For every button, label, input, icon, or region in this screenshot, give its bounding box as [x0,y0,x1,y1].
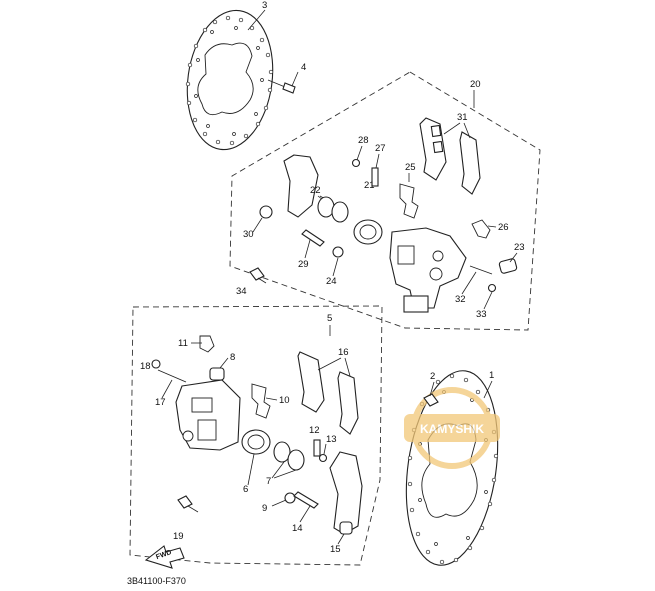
pad-spring-10 [251,383,271,419]
clip-26 [471,219,491,239]
cap-23 [498,258,518,274]
pin-29 [301,229,325,247]
callout-14: 14 [292,523,303,534]
bolt-34 [249,267,265,281]
pad-spring-upper [399,183,419,219]
disc-bolt-2 [423,393,439,407]
brake-pads-upper [419,117,481,195]
callout-26: 26 [498,222,509,233]
callout-17: 17 [155,397,166,408]
callout-4: 4 [301,62,306,73]
callout-32: 32 [455,294,466,305]
callout-29: 29 [298,259,309,270]
callout-19: 19 [173,531,184,542]
callout-22: 22 [310,185,321,196]
watermark-text: KAMYSHIK [420,422,484,436]
lower-caliper-group-box [129,305,383,566]
callout-11: 11 [178,338,188,349]
brake-disc-upper [185,9,274,151]
callout-8: 8 [230,352,235,363]
forward-arrow: FWD [144,545,185,569]
disc-bolt-4 [267,71,299,94]
pin-17 [157,369,187,383]
callout-31: 31 [457,112,468,123]
bleeder-27 [371,167,379,187]
callout-20: 20 [470,79,481,90]
boot-24 [332,246,344,258]
callout-12: 12 [309,425,320,436]
callout-15: 15 [330,544,341,555]
callout-18: 18 [140,361,151,372]
caliper-body-upper [389,227,467,313]
caliper-bracket-upper [283,154,319,218]
cap-15 [339,521,353,535]
cap-8 [209,367,225,381]
watermark-logo: KAMYSHIK [404,387,500,469]
callout-25: 25 [405,162,416,173]
piston-lower [241,429,271,455]
figure-code: 3B41100-F370 [127,576,186,586]
callout-7: 7 [266,476,271,487]
callout-33: 33 [476,309,487,320]
callout-30: 30 [243,229,254,240]
sleeve-9 [284,492,296,504]
callout-28: 28 [358,135,369,146]
callout-21: 21 [364,180,375,191]
callout-10: 10 [279,395,290,406]
callout-6: 6 [243,484,248,495]
callout-5: 5 [327,313,332,324]
callout-2: 2 [430,371,435,382]
sleeve-30 [259,205,273,219]
callout-9: 9 [262,503,267,514]
upper-caliper-group-box [229,71,541,331]
callout-13: 13 [326,434,337,445]
bleeder-12 [313,439,321,457]
callout-23: 23 [514,242,525,253]
callout-3: 3 [262,0,267,11]
callout-1: 1 [489,370,494,381]
callout-16: 16 [338,347,349,358]
clip-11 [199,335,215,353]
callout-24: 24 [326,276,337,287]
bolt-19 [177,495,193,509]
boot-18 [151,359,161,369]
piston-upper [353,219,383,245]
pin-32 [469,265,493,275]
callout-34: 34 [236,286,247,297]
pin-14 [293,491,319,509]
callout-27: 27 [375,143,386,154]
brake-pads-lower [297,351,359,435]
caliper-body-lower [175,379,241,451]
